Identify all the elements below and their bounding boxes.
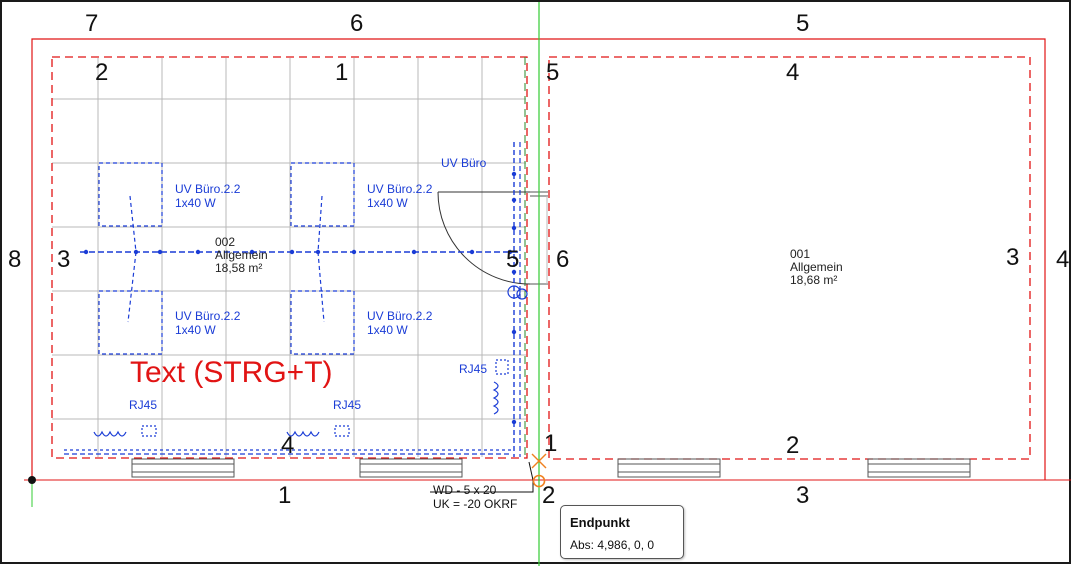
room-edge-label: 4 bbox=[281, 432, 295, 459]
snap-tooltip-coords: Abs: 4,986, 0, 0 bbox=[570, 538, 655, 552]
fixture-name: UV Büro.2.2 bbox=[175, 309, 241, 323]
dimension-label: 8 bbox=[8, 246, 22, 273]
opening-leader-line bbox=[430, 461, 534, 493]
room-edge-label: 2 bbox=[786, 432, 800, 459]
dimension-label: 2 bbox=[542, 482, 556, 509]
rj45-label[interactable]: RJ45 bbox=[459, 362, 488, 376]
fixture-name: UV Büro.2.2 bbox=[175, 182, 241, 196]
light-fixture-label[interactable]: UV Büro.2.2 1x40 W bbox=[367, 309, 432, 337]
opening-size: WD - 5 x 20 bbox=[433, 483, 497, 497]
room-001-boundary[interactable] bbox=[548, 56, 1031, 460]
raster-grid bbox=[52, 58, 526, 457]
light-fixture-label[interactable]: UV Büro.2.2 1x40 W bbox=[175, 309, 240, 337]
snap-tooltip-title: Endpunkt bbox=[570, 515, 630, 530]
dimension-label: 5 bbox=[796, 10, 810, 37]
room-number: 001 bbox=[790, 247, 811, 261]
room-002-boundary[interactable] bbox=[51, 56, 528, 459]
rj45-label[interactable]: RJ45 bbox=[129, 398, 158, 412]
light-fixture-label[interactable]: UV Büro.2.2 1x40 W bbox=[175, 182, 240, 210]
windows bbox=[131, 458, 971, 478]
dimension-label: 7 bbox=[85, 10, 99, 37]
fixture-power: 1x40 W bbox=[175, 196, 216, 210]
room-edge-label: 3 bbox=[1006, 244, 1020, 271]
room-edge-label: 5 bbox=[506, 246, 520, 273]
fixture-power: 1x40 W bbox=[175, 323, 216, 337]
partition-wall bbox=[437, 191, 548, 285]
room-area: 18,68 m² bbox=[790, 273, 838, 287]
room-usage: Allgemein bbox=[790, 260, 843, 274]
dimension-label: 6 bbox=[350, 10, 364, 37]
room-002-stamp[interactable]: 002 Allgemein 18,58 m² bbox=[215, 236, 268, 275]
fixture-power: 1x40 W bbox=[367, 323, 408, 337]
fixture-name: UV Büro.2.2 bbox=[367, 182, 433, 196]
room-edge-label: 1 bbox=[544, 430, 558, 457]
room-edge-label: 2 bbox=[95, 59, 109, 86]
room-001-stamp[interactable]: 001 Allgemein 18,68 m² bbox=[790, 248, 843, 287]
dimension-label: 1 bbox=[278, 482, 292, 509]
dimension-label: 3 bbox=[796, 482, 810, 509]
electrical-layer bbox=[64, 142, 528, 457]
room-edge-label: 3 bbox=[57, 246, 71, 273]
fixture-name: UV Büro.2.2 bbox=[367, 309, 433, 323]
room-number: 002 bbox=[215, 235, 236, 249]
fixture-power: 1x40 W bbox=[367, 196, 408, 210]
room-edge-label: 5 bbox=[546, 59, 560, 86]
wall-opening-label[interactable]: WD - 5 x 20 UK = -20 OKRF bbox=[433, 483, 517, 511]
distribution-board-label[interactable]: UV Büro bbox=[441, 156, 487, 170]
dimension-label: 4 bbox=[1056, 246, 1070, 273]
electrical-nodes bbox=[83, 171, 517, 425]
text-tool-hint[interactable]: Text (STRG+T) bbox=[130, 356, 333, 389]
room-usage: Allgemein bbox=[215, 248, 268, 262]
snap-tooltip: Endpunkt Abs: 4,986, 0, 0 bbox=[560, 505, 684, 559]
room-edge-label: 1 bbox=[335, 59, 349, 86]
opening-height: UK = -20 OKRF bbox=[433, 497, 518, 511]
origin-point bbox=[28, 476, 36, 484]
room-edge-label: 4 bbox=[786, 59, 800, 86]
room-edge-label: 6 bbox=[556, 246, 570, 273]
snap-cross-b bbox=[531, 453, 547, 469]
room-area: 18,58 m² bbox=[215, 261, 263, 275]
endpoint-snap-marker bbox=[532, 474, 546, 488]
light-fixture-label[interactable]: UV Büro.2.2 1x40 W bbox=[367, 182, 432, 210]
rj45-label[interactable]: RJ45 bbox=[333, 398, 362, 412]
